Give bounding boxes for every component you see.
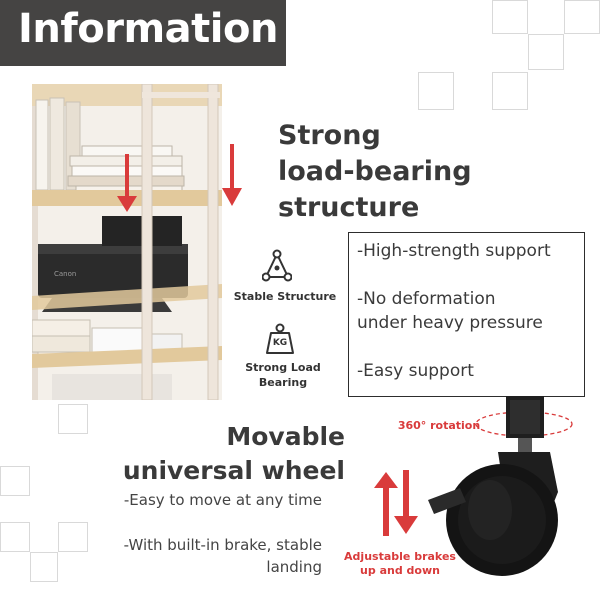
stable-structure-label: Stable Structure xyxy=(233,290,337,303)
wheel-title-line: Movable xyxy=(226,422,345,451)
feature-item: -Easy support xyxy=(357,361,474,381)
down-arrow-icon xyxy=(222,144,242,206)
feature-item: -High-strength support xyxy=(357,241,551,261)
up-down-arrows-icon xyxy=(374,470,418,536)
wheel-desc-2: -With built-in brake, stable landing xyxy=(80,534,322,578)
decor-square xyxy=(564,0,600,34)
decor-square xyxy=(0,466,30,496)
brake-label-line: Adjustable brakes xyxy=(344,550,456,563)
decor-square xyxy=(30,552,58,582)
printer-brand-text: Canon xyxy=(54,270,76,278)
structure-triangle-icon xyxy=(262,249,292,282)
structure-title-line: structure xyxy=(278,192,420,223)
page-title: Information xyxy=(18,6,278,52)
shelf-product-image: Canon xyxy=(31,83,222,401)
decor-square xyxy=(58,522,88,552)
wheel-title: Movable universal wheel xyxy=(120,420,345,488)
structure-title: Strong load-bearing structure xyxy=(278,118,518,226)
decor-square xyxy=(58,404,88,434)
wheel-title-line: universal wheel xyxy=(122,456,345,485)
caster-wheel-image xyxy=(428,396,573,576)
kg-weight-icon: KG xyxy=(265,323,295,355)
strong-load-label: Strong Load Bearing xyxy=(228,360,338,390)
rotation-label: 360° rotation xyxy=(397,419,481,432)
decor-square xyxy=(492,72,528,110)
decor-square xyxy=(0,522,30,552)
structure-title-line: load-bearing xyxy=(278,156,472,187)
brake-label: Adjustable brakes up and down xyxy=(340,550,460,578)
wheel-desc-2-line: -With built-in brake, stable xyxy=(123,536,322,554)
features-box: -High-strength support -No deformation u… xyxy=(348,232,585,397)
wheel-desc-1: -Easy to move at any time xyxy=(123,491,322,509)
weight-outline-icon xyxy=(266,323,294,354)
feature-item: -No deformation xyxy=(357,289,496,309)
feature-item: under heavy pressure xyxy=(357,313,543,333)
strong-load-label-line: Strong Load xyxy=(245,361,321,374)
header-banner: Information xyxy=(0,0,286,66)
shelf-illustration: Canon xyxy=(31,83,222,401)
brake-label-line: up and down xyxy=(360,564,440,577)
wheel-desc-2-line: landing xyxy=(266,558,322,576)
structure-title-line: Strong xyxy=(278,120,381,151)
decor-square xyxy=(492,0,528,34)
strong-load-label-line: Bearing xyxy=(258,376,308,389)
decor-square xyxy=(418,72,454,110)
decor-square xyxy=(528,34,564,70)
kg-text: KG xyxy=(272,338,288,348)
